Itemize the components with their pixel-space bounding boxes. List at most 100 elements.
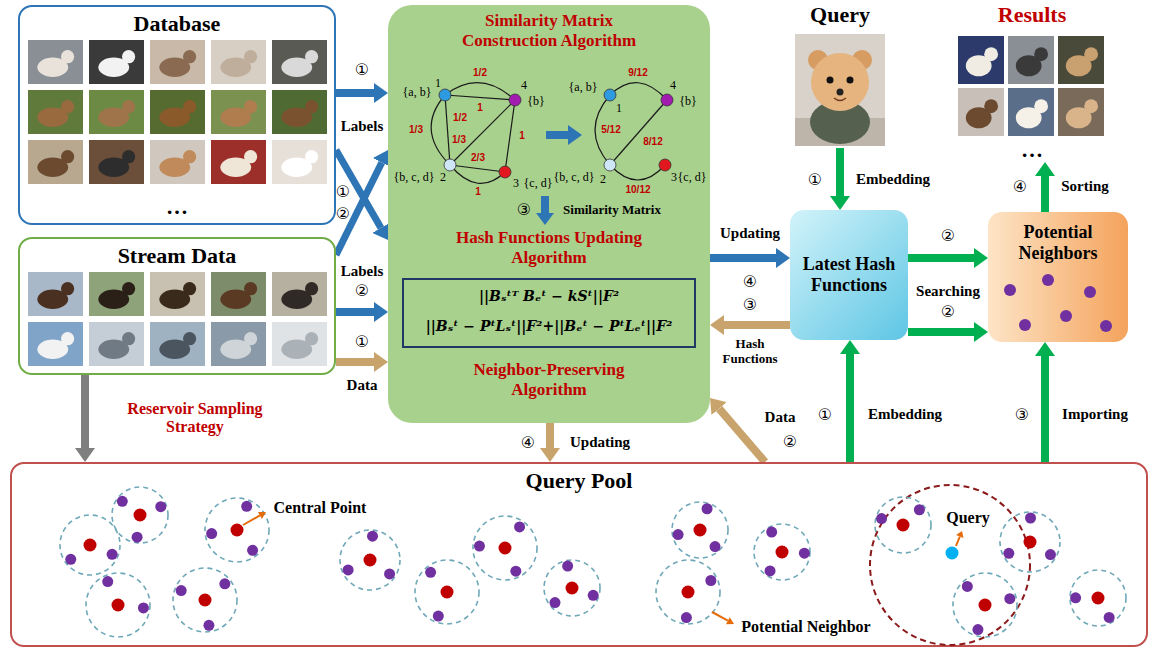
step-number: ③ — [743, 296, 757, 314]
edge-weight: 9/12 — [628, 67, 647, 79]
weighted-graph-vertex — [604, 89, 616, 101]
strategy-label: Reservoir Sampling Strategy — [120, 400, 270, 437]
text-slot: Latest Hash Functions — [796, 254, 902, 295]
database-thumbnail-head — [122, 150, 135, 163]
stream-thumbnail-head — [244, 332, 257, 345]
flow-arrow — [546, 423, 554, 448]
central-point — [84, 539, 97, 552]
neighbor-dot — [206, 528, 217, 539]
input-graph-edge — [505, 100, 515, 172]
dog-eye — [827, 77, 834, 84]
step-number: ① — [355, 61, 369, 79]
label-slot: Similarity Matrix — [563, 203, 661, 218]
result-thumbnail-head — [984, 47, 998, 61]
neighbor-dot — [562, 561, 573, 572]
neighbor-dot — [1003, 548, 1014, 559]
label-slot: Updating — [720, 225, 780, 242]
label-slot: {b, c, d} — [554, 171, 595, 185]
neighbor-dot — [876, 513, 887, 524]
label-slot: ③ — [743, 296, 757, 314]
stream-thumbnail — [211, 272, 266, 316]
stream-thumbnail — [211, 322, 266, 366]
stream-thumbnail — [89, 322, 144, 366]
edge-weight: 5/12 — [601, 124, 620, 136]
flow-arrow — [336, 89, 374, 97]
text-slot: Potential Neighbors — [995, 222, 1121, 263]
neighbor-dot — [474, 541, 485, 552]
label-slot: ① — [336, 183, 350, 201]
graph-node-label: 1 — [435, 77, 441, 91]
database-thumbnail-head — [244, 50, 257, 63]
label-slot: Query — [946, 509, 990, 527]
weighted-graph-edge — [610, 165, 665, 180]
stream-thumbnail — [272, 322, 327, 366]
neighbor-dot — [1004, 593, 1015, 604]
arrow-label: Labels — [341, 118, 384, 135]
flow-arrow — [336, 358, 374, 366]
node-title: Query — [792, 2, 888, 27]
central-point — [1092, 592, 1105, 605]
label-slot: 9/12 — [628, 67, 647, 79]
text-slot: Query Pool — [429, 468, 729, 493]
neighbor-dot — [155, 501, 166, 512]
hash-function-box: Latest Hash Functions — [790, 210, 908, 340]
stream-thumbnail — [150, 272, 205, 316]
neighbor-box: Potential Neighbors — [988, 212, 1128, 342]
label-slot: {a, b} — [569, 81, 598, 95]
flow-arrow — [336, 308, 374, 316]
label-slot: 1 — [477, 102, 483, 114]
result-thumbnail-head — [1084, 99, 1098, 113]
arrow-label: Labels — [341, 263, 384, 280]
neighbor-dot — [799, 548, 810, 559]
node-title: Hash Functions Updating Algorithm — [429, 228, 669, 267]
node-title: Neighbor-Preserving Algorithm — [449, 360, 649, 399]
stream-thumbnail-head — [244, 282, 257, 295]
edge-weight: 1/3 — [409, 124, 423, 136]
text-slot: Hash Functions Updating Algorithm — [429, 228, 669, 267]
database-thumbnail — [211, 90, 266, 134]
formula-text: ||Bₛᵗᵀ Bₑᵗ − kSᵗ||F² — [407, 288, 691, 304]
neighbor-dot — [1100, 320, 1112, 332]
step-number: ① — [355, 333, 369, 351]
input-graph-edge — [450, 100, 515, 165]
database-thumbnail — [150, 90, 205, 134]
arrow-label: Updating — [570, 434, 630, 451]
cluster-ring — [415, 560, 479, 624]
cluster-ring — [754, 524, 810, 580]
label-slot: Embedding — [868, 406, 942, 423]
database-thumbnail — [28, 40, 83, 84]
flow-arrow — [719, 409, 765, 462]
leader-arrow — [712, 612, 728, 621]
result-thumbnail-head — [1084, 47, 1098, 61]
cluster-ring — [953, 573, 1017, 637]
edge-weight: 1/2 — [453, 112, 467, 124]
query-point — [946, 547, 959, 560]
central-point — [499, 542, 512, 555]
neighbor-dot — [1084, 286, 1096, 298]
label-slot: Hash Functions — [713, 337, 787, 367]
edge-weight: 8/12 — [643, 136, 662, 148]
stream-panel: Stream Data — [18, 237, 336, 375]
label-slot: Searching — [916, 283, 980, 300]
neighbor-dot — [681, 612, 692, 623]
node-title: Database — [27, 11, 327, 36]
neighbor-dot — [962, 581, 973, 592]
cluster-ring — [544, 560, 600, 616]
label-slot: Data — [765, 409, 796, 426]
node-title: Latest Hash Functions — [796, 254, 902, 295]
central-point — [979, 599, 992, 612]
database-thumbnail — [89, 40, 144, 84]
label-slot: 1/3 — [409, 124, 423, 136]
database-thumbnail — [211, 140, 266, 184]
database-thumbnail — [150, 140, 205, 184]
flow-arrow — [724, 321, 790, 329]
label-slot: 1/2 — [473, 67, 487, 79]
flow-arrow — [846, 354, 854, 462]
stream-thumbnail-head — [122, 332, 135, 345]
label-slot: ② — [355, 282, 369, 300]
callout-label: Query — [946, 509, 990, 527]
label-slot: {b} — [679, 95, 697, 109]
node-title: Similarity Matrix Construction Algorithm — [439, 11, 659, 50]
flow-arrow — [81, 375, 89, 448]
node-title: Results — [957, 2, 1107, 27]
